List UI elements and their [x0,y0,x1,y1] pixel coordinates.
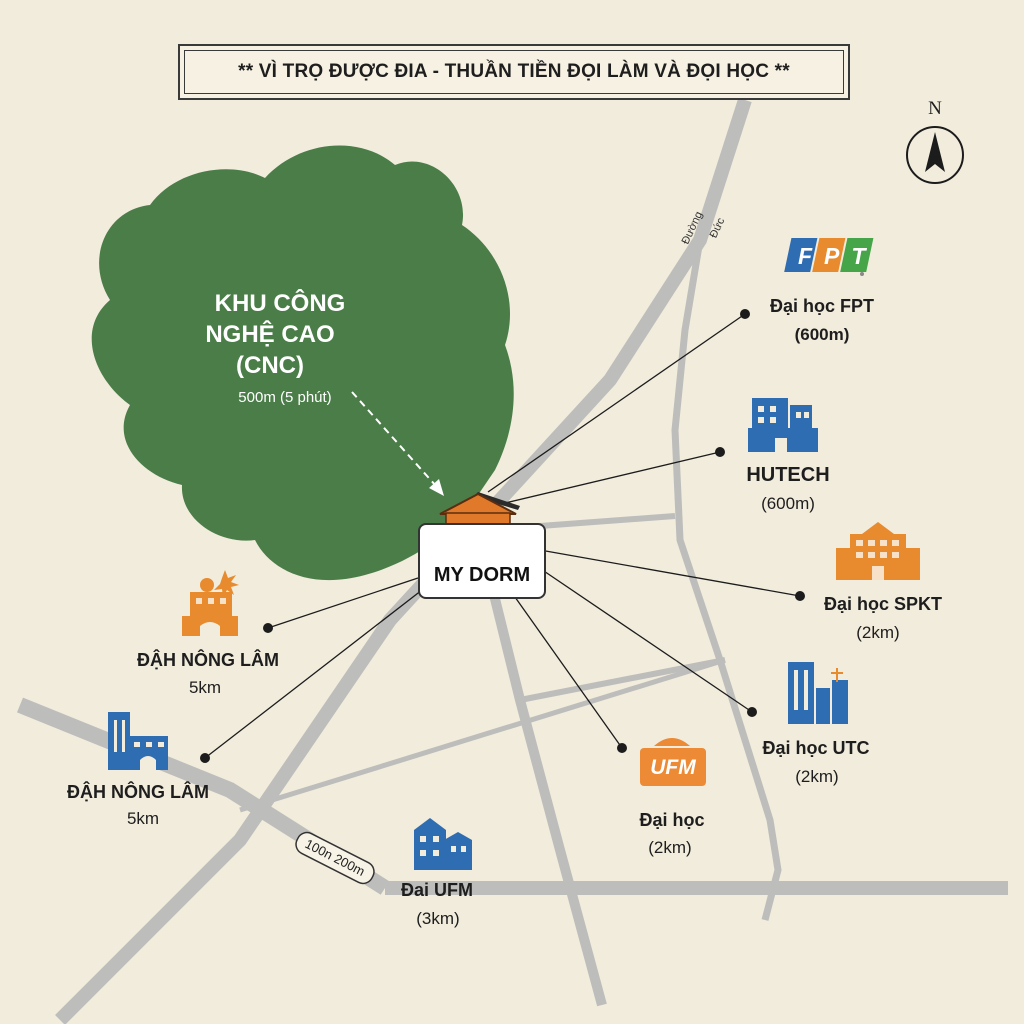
fpt-logo-text: FPT [798,243,878,269]
fpt-logo-icon [784,238,874,276]
poi-fpt-distance: (600m) [794,325,850,344]
hi-tech-park-area[interactable] [91,145,514,581]
park-walk-note: 500m (5 phút) [238,389,332,406]
poi-ufm-logo-distance: (2km) [648,838,692,857]
connector-east-1 [539,513,676,529]
poi-ufm-name[interactable]: Đai UFM [401,880,473,900]
poi-nonglam1-distance: 5km [188,678,222,697]
walk-arrow [351,391,444,496]
poi-nonglam2-name[interactable]: ĐẬH NÔNG LÂM [67,782,209,802]
connector-lines [204,313,801,759]
utc-tower-icon [788,662,848,724]
map-title: ** VÌ TRỌ ĐƯỢC ĐIA - THUẦN TIỀN ĐỌI LÀM … [238,61,790,82]
connector-east-2 [519,657,726,703]
ufm-houses-icon [414,818,472,870]
nonglam-campus-icon [182,570,239,636]
nonglam-blue-campus-icon [108,712,168,770]
park-name-line1: KHU CÔNG [214,290,346,317]
poi-spkt-distance: (2km) [856,623,900,642]
poi-ufm-distance: (3km) [416,909,460,928]
poi-hutech-distance: (600m) [761,494,815,513]
map-title-banner: ** VÌ TRỌ ĐƯỢC ĐIA - THUẦN TIỀN ĐỌI LÀM … [178,44,850,100]
my-dorm-marker[interactable]: MY DORM [418,523,546,599]
poi-utc-distance: (2km) [795,767,839,786]
hutech-building-icon [748,398,818,452]
ufm-badge-icon [640,738,706,786]
poi-nonglam2-distance: 5km [126,809,160,828]
compass-letter: N [928,98,942,119]
spkt-building-icon [836,522,920,580]
ufm-logo-text: UFM [650,756,696,779]
north-arrow-icon [906,126,964,184]
connector-south [239,657,726,813]
connector-dots [200,309,805,763]
poi-utc-name[interactable]: Đại học UTC [762,738,870,758]
poi-hutech-name[interactable]: HUTECH [746,464,830,486]
poi-ufm-logo-name[interactable]: Đại học [639,810,705,830]
park-name-line3: (CNC) [236,352,304,379]
poi-spkt-name[interactable]: Đại học SPKT [823,594,943,614]
my-dorm-label: MY DORM [433,564,531,586]
central-south-road [473,528,607,1007]
poi-nonglam1-name[interactable]: ĐẬH NÔNG LÂM [137,650,279,670]
park-name-line2: NGHỆ CAO [205,321,335,348]
road-label-pill [295,831,375,885]
poi-fpt-name[interactable]: Đại học FPT [769,296,874,316]
